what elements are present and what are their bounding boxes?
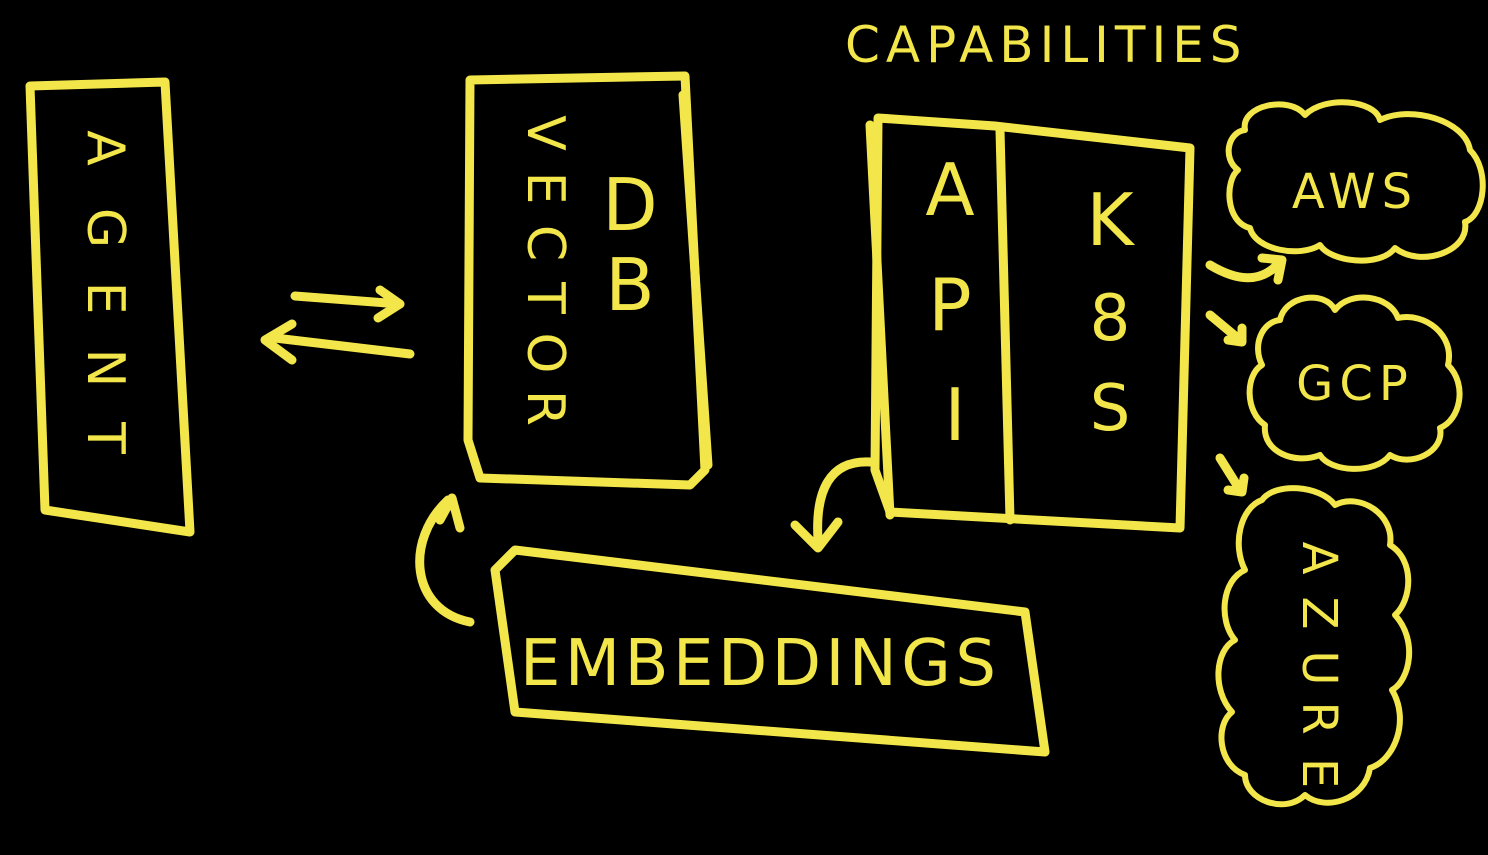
vector-db-box-outline [463,71,710,490]
vector-db-box-edge [678,90,713,470]
azure-letter-r: R [1291,701,1347,734]
aws-cloud-outline [1225,99,1486,264]
vector-letter-r: R [515,390,575,426]
capabilities-left-edge [865,120,895,520]
aws-label: AWS [1292,164,1418,220]
agent-box: A G E N T [25,77,195,537]
aws-cloud: AWS [1225,99,1486,264]
capabilities-divider [995,125,1015,525]
agent-letter-t: T [75,421,135,454]
arrow-icon [790,457,875,553]
embeddings-label: EMBEDDINGS [520,627,1000,701]
azure-letter-a: A [1291,542,1347,575]
arrow-to-aws-icon [1205,253,1287,285]
api-letter-a: A [925,148,974,232]
k8s-letter-8: 8 [1090,282,1131,356]
azure-letter-z: Z [1291,597,1347,630]
vector-db-box: V E C T O R D B [463,71,713,490]
double-arrow-icon [260,285,415,365]
agent-letter-e: E [75,282,135,315]
azure-cloud-outline [1215,485,1413,808]
curved-arrow-icon [415,493,475,627]
azure-cloud: A Z U R E [1215,485,1413,808]
azure-letter-u: U [1291,650,1347,685]
vector-letter-e: E [515,172,575,205]
k8s-letter-s: S [1090,372,1131,446]
agent-letter-n: N [75,349,135,388]
embeddings-box: EMBEDDINGS [490,545,1050,757]
agent-letter-g: G [75,208,135,248]
db-letter-b: B [605,243,654,327]
agent-letter-a: A [75,130,135,166]
arrow-right-icon [290,285,405,323]
capabilities-box: A P I K 8 S [865,113,1195,533]
vector-letter-t: T [515,281,575,314]
vector-letter-c: C [515,225,575,261]
embeddings-box-outline [490,545,1050,757]
arrow-to-azure-icon [1215,453,1249,497]
vector-letter-o: O [515,333,575,374]
capabilities-box-outline [870,113,1195,533]
api-letter-i: I [944,373,965,457]
gcp-cloud: GCP [1246,294,1463,472]
arrow-to-gcp-icon [1205,310,1247,347]
capabilities-heading: CAPABILITIES [845,16,1248,74]
gcp-cloud-outline [1246,294,1463,472]
gcp-label: GCP [1296,356,1414,412]
azure-letter-e: E [1291,758,1347,788]
agent-box-outline [25,77,195,537]
k8s-letter-k: K [1086,178,1135,262]
api-letter-p: P [928,263,971,347]
arrow-left-icon [260,319,415,365]
db-letter-d: D [602,163,657,247]
vector-letter-v: V [515,115,575,151]
